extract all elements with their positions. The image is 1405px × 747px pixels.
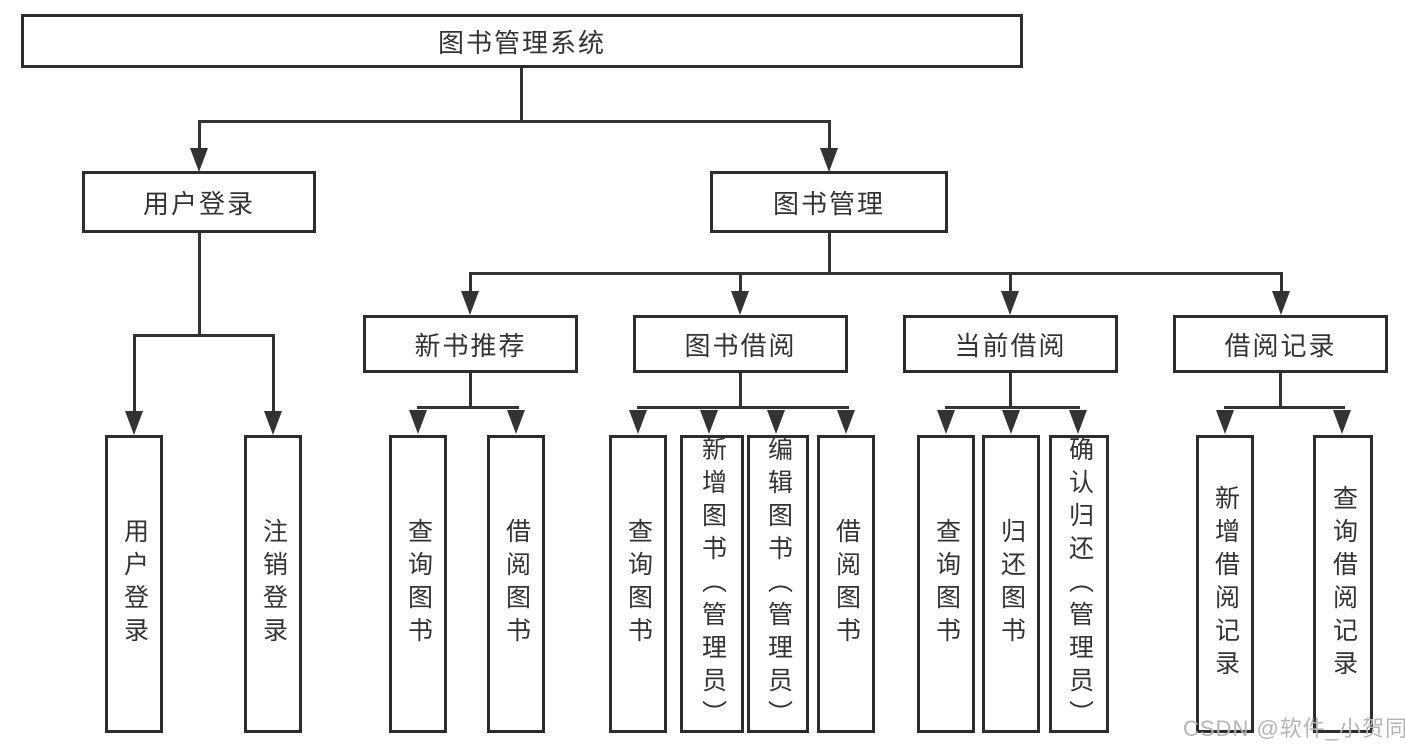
leaf-label: 查询借阅记录 [1329,485,1358,683]
node-library-system: 图书管理系统 [21,14,1023,68]
connector-line [828,120,831,151]
leaf-logout: 注销登录 [244,435,302,733]
connector-line [272,334,275,414]
leaf-add-books-admin: 新增图书（管理员） [680,435,744,733]
connector-line [739,272,742,296]
node-label: 当前借阅 [954,330,1067,361]
connector-line [1280,272,1283,296]
connector-line [1009,272,1012,296]
connector-line [1009,371,1012,409]
connector-line [198,120,831,123]
arrowhead-down-icon [1216,410,1234,434]
leaf-borrow-books: 借阅图书 [817,435,875,733]
connector-line [1224,406,1345,409]
connector-line [417,406,519,409]
connector-line [469,272,472,296]
arrowhead-down-icon [837,410,855,434]
leaf-add-borrow-record: 新增借阅记录 [1196,435,1254,733]
arrowhead-down-icon [937,410,955,434]
node-label: 借阅记录 [1224,330,1337,361]
node-user-login: 用户登录 [82,171,316,233]
connector-line [198,231,201,337]
leaf-query-books-current: 查询图书 [917,435,975,733]
node-current-borrow: 当前借阅 [903,315,1118,373]
node-new-book-recommend: 新书推荐 [363,315,578,373]
leaf-label: 新增借阅记录 [1211,485,1240,683]
arrowhead-down-icon [629,410,647,434]
connector-line [945,406,1080,409]
node-label: 新书推荐 [414,330,527,361]
leaf-query-borrow-record: 查询借阅记录 [1313,435,1373,733]
arrowhead-down-icon [409,410,427,434]
leaf-user-login: 用户登录 [105,435,163,733]
leaf-label: 编辑图书（管理员） [764,435,793,733]
connector-line [520,66,523,123]
arrowhead-down-icon [1272,291,1290,315]
arrowhead-down-icon [700,410,718,434]
arrowhead-down-icon [190,148,208,172]
leaf-label: 新增图书（管理员） [698,435,727,733]
connector-line [637,406,849,409]
arrowhead-down-icon [461,291,479,315]
leaf-query-books-recommend: 查询图书 [389,435,447,733]
leaf-label: 查询图书 [624,518,653,650]
connector-line [133,334,275,337]
connector-line [133,334,136,414]
arrowhead-down-icon [264,411,282,435]
node-book-borrow: 图书借阅 [633,315,848,373]
leaf-return-books: 归还图书 [982,435,1040,733]
arrowhead-down-icon [1069,410,1087,434]
connector-line [828,231,831,275]
connector-line [1279,371,1282,409]
arrowhead-down-icon [507,410,525,434]
leaf-edit-books-admin: 编辑图书（管理员） [747,435,809,733]
node-book-management: 图书管理 [710,171,948,233]
leaf-label: 归还图书 [997,518,1026,650]
arrowhead-down-icon [1002,410,1020,434]
connector-line [198,120,201,151]
leaf-query-books-borrow: 查询图书 [609,435,667,733]
leaf-label: 用户登录 [120,518,149,650]
arrowhead-down-icon [1333,410,1351,434]
connector-line [469,371,472,409]
leaf-label: 查询图书 [404,518,433,650]
connector-line [739,371,742,409]
arrowhead-down-icon [1001,291,1019,315]
node-label: 用户登录 [142,188,255,219]
leaf-label: 借阅图书 [502,518,531,650]
arrowhead-down-icon [820,148,838,172]
arrowhead-down-icon [125,411,143,435]
arrowhead-down-icon [731,291,749,315]
leaf-borrow-books-recommend: 借阅图书 [487,435,545,733]
leaf-label: 注销登录 [259,518,288,650]
node-borrow-records: 借阅记录 [1173,315,1388,373]
csdn-watermark: CSDN @软件_小贺同学 [1183,716,1405,741]
leaf-confirm-return-admin: 确认归还（管理员） [1049,435,1109,733]
arrowhead-down-icon [767,410,785,434]
leaf-label: 查询图书 [932,518,961,650]
leaf-label: 确认归还（管理员） [1065,435,1094,733]
node-label: 图书管理系统 [437,27,606,58]
connector-line [469,272,1283,275]
leaf-label: 借阅图书 [832,518,861,650]
node-label: 图书借阅 [684,330,797,361]
node-label: 图书管理 [772,188,885,219]
